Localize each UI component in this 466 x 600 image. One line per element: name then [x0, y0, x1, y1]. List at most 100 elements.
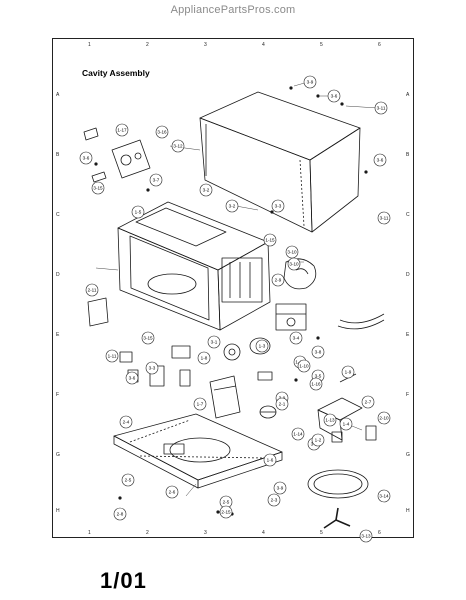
leader-lines	[95, 81, 379, 497]
callout-circle	[165, 485, 179, 499]
part-callout: 3-6	[79, 151, 93, 165]
part-callout: 2-4	[119, 415, 133, 429]
part-callout: 2-3	[267, 493, 281, 507]
callout-label: 3-15	[143, 336, 153, 341]
callout-circle	[197, 351, 211, 365]
grid-row-label: E	[56, 332, 60, 338]
grid-row-label: G	[406, 452, 410, 458]
callout-label: 3-2	[203, 188, 210, 193]
callout-label: 1-14	[293, 432, 303, 437]
callout-circle	[275, 397, 289, 411]
callout-label: 1-2	[315, 438, 322, 443]
callout-label: 2-7	[365, 400, 372, 405]
callout-label: 3-9	[277, 486, 284, 491]
callout-label: 3-6	[377, 158, 384, 163]
callout-label: 3-9	[307, 80, 314, 85]
part-callout: 1-3	[255, 339, 269, 353]
callout-label: 2-8	[117, 512, 124, 517]
callout-circle	[309, 377, 323, 391]
callout-circle	[339, 417, 353, 431]
diagram-title: Cavity Assembly	[82, 68, 150, 78]
callout-circle	[125, 371, 139, 385]
part-callout: 2-6	[165, 485, 179, 499]
transformer-drawing	[209, 371, 277, 419]
grid-col-label: 3	[204, 42, 207, 48]
callout-circle	[219, 505, 233, 519]
part-callout: 2-9	[271, 273, 285, 287]
grid-row-label: H	[406, 508, 410, 514]
part-callout: 1-13	[323, 413, 337, 427]
part-callout: 3-7	[149, 173, 163, 187]
callout-circle	[155, 125, 169, 139]
callout-circle	[273, 481, 287, 495]
callout-circle	[199, 183, 213, 197]
grid-col-label: 5	[320, 42, 323, 48]
grid-row-label: G	[56, 452, 60, 458]
callout-circle	[263, 453, 277, 467]
callout-circle	[115, 123, 129, 137]
part-callout: 1-17	[115, 123, 129, 137]
back-bracket-drawing	[83, 127, 151, 183]
part-callout: 3-6	[327, 89, 341, 103]
callout-label: 2-3	[271, 498, 278, 503]
grid-col-label: 6	[378, 530, 381, 536]
callout-label: 1-7	[197, 402, 204, 407]
part-callout: 2-5	[121, 473, 135, 487]
callout-circle	[341, 365, 355, 379]
part-callout: 2-8	[113, 507, 127, 521]
callout-circle	[291, 427, 305, 441]
callout-label: 2-15	[221, 510, 231, 515]
part-callout: 3-10	[285, 245, 299, 259]
callout-circle	[359, 529, 373, 543]
part-callout: 1-14	[291, 427, 305, 441]
callout-circle	[297, 359, 311, 373]
callout-label: 3-4	[293, 336, 300, 341]
part-callout: 3-10	[287, 257, 301, 271]
callout-circle	[79, 151, 93, 165]
callout-circle	[373, 153, 387, 167]
oven-cavity-drawing	[117, 201, 271, 331]
part-callout: 2-11	[85, 283, 99, 297]
base-plate-drawing	[113, 413, 283, 489]
grid-row-label: D	[56, 272, 60, 278]
callout-circle	[149, 173, 163, 187]
callout-label: 3-8	[315, 350, 322, 355]
part-callout: 2-7	[361, 395, 375, 409]
callout-circle	[131, 205, 145, 219]
part-callout: 3-6	[125, 371, 139, 385]
switch-components-drawing	[119, 337, 271, 387]
callout-label: 3-11	[380, 216, 389, 221]
callout-label: 1-8	[201, 356, 208, 361]
callout-label: 1-11	[108, 354, 117, 359]
callout-circle	[193, 397, 207, 411]
callout-label: 3-2	[229, 204, 236, 209]
callout-circle	[327, 89, 341, 103]
part-callout: 1-4	[339, 417, 353, 431]
part-callout: 2-1	[275, 397, 289, 411]
grid-col-label: 4	[262, 530, 265, 536]
part-callout: 3-9	[273, 481, 287, 495]
part-callout: 1-9	[341, 365, 355, 379]
screws-drawing	[94, 86, 368, 516]
part-callout: 3-4	[289, 331, 303, 345]
callout-label: 3-16	[157, 130, 167, 135]
callout-label: 1-15	[265, 238, 275, 243]
grid-row-label: B	[56, 152, 60, 158]
callout-circle	[119, 415, 133, 429]
part-callout: 3-3	[271, 199, 285, 213]
part-callout: 3-9	[303, 75, 317, 89]
part-callout: 1-16	[309, 377, 323, 391]
grid-col-label: 4	[262, 42, 265, 48]
callout-label: 1-3	[259, 344, 266, 349]
callout-label: 3-6	[331, 94, 338, 99]
callout-label: 3-5	[315, 374, 322, 379]
callout-circle	[267, 493, 281, 507]
part-callout: 1-11	[105, 349, 119, 363]
callout-label: 2-11	[88, 288, 97, 293]
part-callout: 1-10	[297, 359, 311, 373]
part-callout: 3-11	[374, 101, 388, 115]
callout-circle	[311, 345, 325, 359]
callout-circle	[271, 273, 285, 287]
grid-col-label: 2	[146, 42, 149, 48]
callout-circle	[374, 101, 388, 115]
